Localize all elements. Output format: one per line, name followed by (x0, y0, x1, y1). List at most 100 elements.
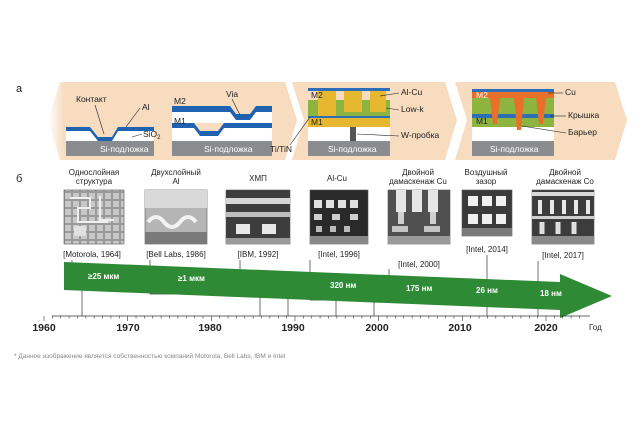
step-1-al-layer (66, 127, 154, 141)
credit-4: [Intel, 1996] (318, 250, 360, 259)
micrograph-5 (387, 189, 451, 245)
year-2010: 2010 (448, 322, 472, 334)
step-2-m2 (172, 106, 272, 120)
arrow-label-1: ≥25 мкм (88, 272, 119, 281)
step-3-m2-b (344, 90, 362, 112)
arrow-label-2: ≥1 мкм (178, 274, 205, 283)
step-4-m1-label: M1 (476, 116, 488, 126)
step-1-sio2-label: SiO2 (143, 129, 161, 141)
micrograph-1 (63, 189, 125, 245)
item-1-title-line-2: структура (76, 177, 113, 186)
step-1-substrate-label: Si-подложка (100, 144, 149, 154)
step-1-al-label: Al (142, 102, 150, 112)
year-1970: 1970 (116, 322, 140, 334)
item-3-title: ХМП (249, 174, 267, 183)
step-3-m1-line (308, 118, 390, 127)
year-1980: 1980 (198, 322, 222, 334)
item-titles: Однослойная структура Двухслойный Al ХМП… (69, 168, 595, 186)
contact-leader (94, 104, 105, 135)
arrow-label-5: 26 нм (476, 286, 498, 295)
step-4-m2 (472, 92, 554, 98)
micrograph-2 (144, 189, 208, 245)
credits: [Motorola, 1964] [Bell Labs, 1986] [IBM,… (63, 245, 584, 269)
arrow-label-3: 320 нм (330, 281, 356, 290)
step-4-cap-1 (472, 114, 554, 118)
item-7-title-line-1: Двойной (549, 168, 581, 177)
credit-6: [Intel, 2014] (466, 245, 508, 254)
step-2-substrate (172, 141, 272, 156)
panel-a-letter: а (16, 83, 23, 95)
step-3-m2-a (318, 90, 336, 116)
credit-1: [Motorola, 1964] (63, 250, 121, 259)
step-3-w-plug (350, 127, 356, 141)
step-2-m1 (172, 123, 272, 136)
step-4-via-2 (514, 98, 524, 130)
item-6-title-line-1: Воздушный (465, 168, 508, 177)
step-3-ild-1 (308, 127, 390, 141)
panel-a-step-1: Si-подложка Контакт Al SiO2 (48, 82, 182, 160)
micrograph-3 (225, 189, 291, 245)
panel-a-step-2: Si-подложка M2 M1 Via (165, 82, 297, 160)
step-2-dielectric-2 (172, 112, 272, 123)
micrographs (63, 189, 595, 245)
lowk-leader (385, 107, 400, 111)
step-3-m1-cap (308, 116, 390, 118)
step-1-substrate (66, 141, 154, 156)
step-4-via-1 (490, 98, 500, 124)
year-1990: 1990 (281, 322, 305, 334)
item-5-title-line-2: дамаскенаж Cu (389, 177, 447, 186)
item-1-title-line-1: Однослойная (69, 168, 119, 177)
via-leader (231, 98, 241, 116)
barrier-leader (521, 125, 567, 134)
panel-b-letter: б (16, 173, 22, 185)
step-2-substrate-label: Si-подложка (204, 144, 253, 154)
step-2-m1-label: M1 (174, 116, 186, 126)
arrow-labels: ≥25 мкм ≥1 мкм 320 нм 175 нм 26 нм 18 нм (88, 272, 562, 298)
step-2-dielectric-1 (172, 128, 272, 141)
item-7-title-line-2: дамаскенаж Co (536, 177, 594, 186)
step-3-wplug-label: W-пробка (401, 130, 440, 140)
arrow-label-4: 175 нм (406, 284, 432, 293)
step-4-substrate-label: Si-подложка (490, 144, 539, 154)
step-3-top-barrier (308, 88, 390, 91)
step-2-via-label: Via (226, 89, 238, 99)
step-4-barrier-label: Барьер (568, 127, 597, 137)
alcu-leader (379, 92, 400, 97)
item-6-title-line-2: зазор (476, 177, 497, 186)
step-1-contact-label: Контакт (76, 94, 107, 104)
item-4-title: Al-Cu (327, 174, 347, 183)
panel-a-step-4: Si-подложка M2 M1 Cu Крышка Барьер (455, 82, 627, 160)
year-1960: 1960 (32, 322, 56, 334)
step-3-substrate (308, 141, 390, 156)
step-4-lowk-1 (472, 118, 554, 127)
item-2-title-line-1: Двухслойный (151, 168, 201, 177)
step-4-cu-label: Cu (565, 87, 576, 97)
step-4-cap-label: Крышка (568, 110, 600, 120)
step-3-m2-label: M2 (311, 90, 323, 100)
step-4-cap-2 (472, 89, 554, 92)
item-5-title-line-1: Двойной (402, 168, 434, 177)
micrograph-6 (461, 189, 513, 237)
step-4-m2-label: M2 (476, 90, 488, 100)
wplug-leader (356, 133, 400, 137)
step-1-sio2 (66, 131, 154, 141)
scaling-arrow (64, 262, 612, 318)
credit-2: [Bell Labs, 1986] (146, 250, 206, 259)
step-4-substrate (472, 141, 554, 156)
year-2000: 2000 (365, 322, 389, 334)
micrograph-7 (531, 189, 595, 245)
step-4-via-3 (536, 98, 546, 124)
step-4-ild (472, 127, 554, 141)
step-3-alcu-label: Al-Cu (401, 87, 423, 97)
al-leader (125, 107, 141, 128)
step-3-m1-label: M1 (311, 117, 323, 127)
credit-7: [Intel, 2017] (542, 251, 584, 260)
titin-leader (289, 116, 311, 146)
micrograph-4 (309, 189, 369, 245)
arrow-label-6: 18 нм (540, 289, 562, 298)
item-2-title-line-2: Al (172, 177, 179, 186)
step-3-lowk-label: Low-k (401, 104, 424, 114)
panel-a-step-3: Si-подложка M2 M1 Al-Cu Low-k W-пробка T… (270, 82, 457, 160)
